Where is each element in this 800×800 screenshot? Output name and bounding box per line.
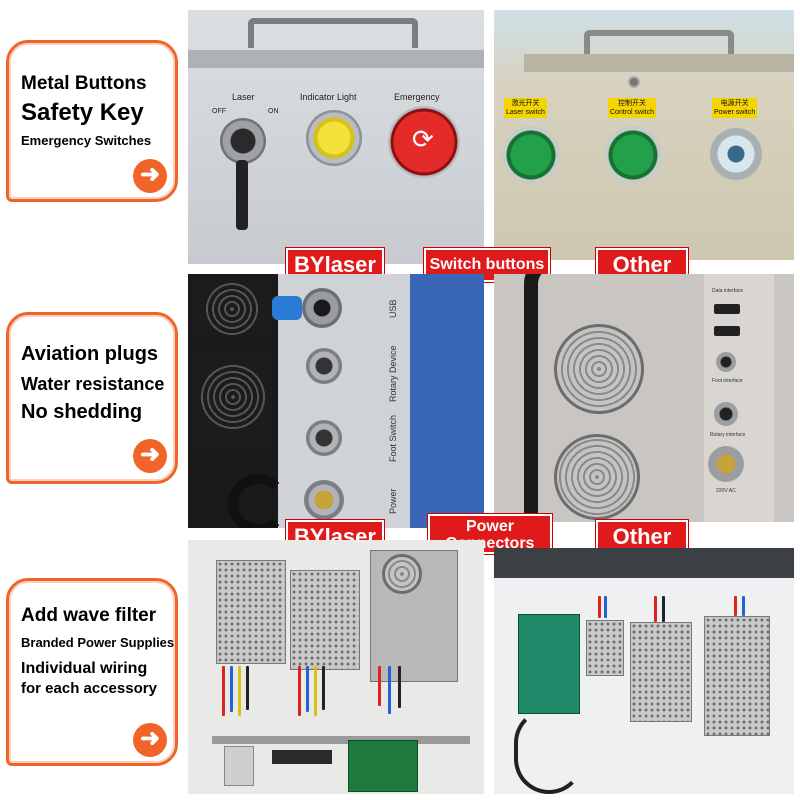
black-hose	[524, 274, 584, 522]
cooling-fan-icon	[554, 324, 644, 414]
terminal-block	[272, 750, 332, 764]
ac-220v-label: 220V AC	[716, 488, 736, 494]
panel-handle	[584, 30, 734, 56]
control-switch-cn: 控制开关	[617, 100, 646, 107]
other-connectors-photo: Data interface Foot interface Rotary int…	[494, 274, 794, 522]
safety-key[interactable]	[236, 160, 248, 230]
power-label: Power	[388, 488, 398, 514]
bylaser-tag: BYlaser	[286, 248, 384, 282]
indicator-light-label: Indicator Light	[300, 92, 357, 102]
colored-wiring	[594, 596, 774, 622]
card-line: Metal Buttons	[21, 73, 147, 94]
safety-key-switch[interactable]	[220, 118, 266, 164]
card-line: Add wave filter	[21, 605, 157, 626]
fan-grill-icon	[200, 364, 266, 430]
control-switch-en: Control switch	[610, 109, 654, 116]
card-line: Emergency Switches	[21, 133, 152, 148]
panel-screw-icon	[628, 76, 640, 88]
rotary-device-label: Rotary Device	[388, 345, 398, 402]
power-switch-label: 电源开关 Power switch	[712, 98, 758, 118]
data-interface-port[interactable]	[714, 326, 740, 336]
ac-power-plug[interactable]	[708, 446, 744, 482]
on-label: ON	[268, 108, 279, 115]
laser-switch-en: Laser switch	[506, 109, 545, 116]
control-board	[348, 740, 418, 792]
emergency-stop-button[interactable]	[388, 106, 460, 178]
laser-switch-label: 激光开关 Laser switch	[504, 98, 547, 118]
power-switch-en: Power switch	[714, 109, 756, 116]
arrow-right-icon[interactable]: ➜	[133, 723, 167, 757]
arrow-right-icon[interactable]: ➜	[133, 159, 167, 193]
off-label: OFF	[212, 108, 226, 115]
panel-handle	[248, 18, 418, 48]
rotary-device-plug[interactable]	[306, 348, 342, 384]
aviation-plugs-card: Aviation plugs Water resistance No shedd…	[6, 312, 178, 484]
indicator-light	[306, 110, 362, 166]
interface-strip	[704, 274, 774, 522]
power-connectors-tag: Power Connectors	[428, 514, 552, 554]
cooling-fan-icon	[382, 554, 422, 594]
cooling-fan-icon	[554, 434, 640, 520]
din-rail	[212, 736, 470, 744]
data-interface-port[interactable]	[714, 304, 740, 314]
foot-interface-label: Foot interface	[712, 378, 743, 384]
card-line: No shedding	[21, 401, 143, 423]
power-supply-unit	[586, 620, 624, 676]
bylaser-internal-wiring-photo	[188, 540, 484, 794]
power-supply-unit	[216, 560, 286, 664]
card-line: for each accessory	[21, 680, 157, 697]
panel-top-edge	[188, 50, 484, 68]
control-board	[518, 614, 580, 714]
usb-dust-cap[interactable]	[272, 296, 302, 320]
power-supply-unit	[704, 616, 770, 736]
bylaser-button-panel-photo: Laser OFF ON Indicator Light Emergency ⟳	[188, 10, 484, 264]
control-switch-label: 控制开关 Control switch	[608, 98, 656, 118]
other-button-panel-photo: 激光开关 Laser switch 控制开关 Control switch 电源…	[494, 10, 794, 260]
colored-wiring	[218, 666, 458, 720]
power-switch-cn: 电源开关	[720, 100, 749, 107]
power-supply-unit	[630, 622, 692, 722]
card-line: Individual wiring	[21, 660, 148, 677]
foot-switch-label: Foot Switch	[388, 414, 398, 462]
power-connectors-line1: Power	[465, 518, 514, 535]
fan-grill-icon	[202, 282, 262, 336]
usb-label: USB	[388, 299, 398, 318]
rotary-interface-label: Rotary interface	[710, 432, 746, 438]
card-line: Aviation plugs	[21, 343, 159, 365]
card-line: Water resistance	[21, 374, 165, 394]
wave-filter	[224, 746, 254, 786]
card-line: Branded Power Supplies	[21, 635, 175, 650]
loose-cable	[514, 708, 584, 794]
data-interface-label: Data interface	[712, 288, 744, 294]
laser-label: Laser	[232, 92, 255, 102]
bylaser-aviation-plugs-photo: USB Rotary Device Foot Switch Power	[188, 274, 484, 528]
power-plug[interactable]	[304, 480, 344, 520]
arrow-right-icon[interactable]: ➜	[133, 439, 167, 473]
power-supply-unit	[290, 570, 360, 670]
laser-switch-cn: 激光开关	[511, 100, 540, 107]
laser-switch-button[interactable]	[502, 126, 560, 184]
cabinet-top	[494, 548, 794, 578]
rotary-interface-plug[interactable]	[714, 402, 738, 426]
rotate-arrow-icon: ⟳	[412, 124, 434, 154]
card-line: Safety Key	[21, 99, 144, 126]
black-cable	[228, 474, 288, 528]
metal-buttons-card: Metal Buttons Safety Key Emergency Switc…	[6, 40, 178, 202]
foot-switch-plug[interactable]	[306, 420, 342, 456]
wave-filter-card: Add wave filter Branded Power Supplies I…	[6, 578, 178, 766]
usb-port[interactable]	[302, 288, 342, 328]
panel-top-edge	[524, 54, 794, 72]
control-switch-button[interactable]	[604, 126, 662, 184]
emergency-label: Emergency	[394, 92, 440, 102]
foot-interface-plug[interactable]	[716, 352, 736, 372]
power-switch-key[interactable]	[710, 128, 762, 180]
other-internal-wiring-photo	[494, 548, 794, 794]
